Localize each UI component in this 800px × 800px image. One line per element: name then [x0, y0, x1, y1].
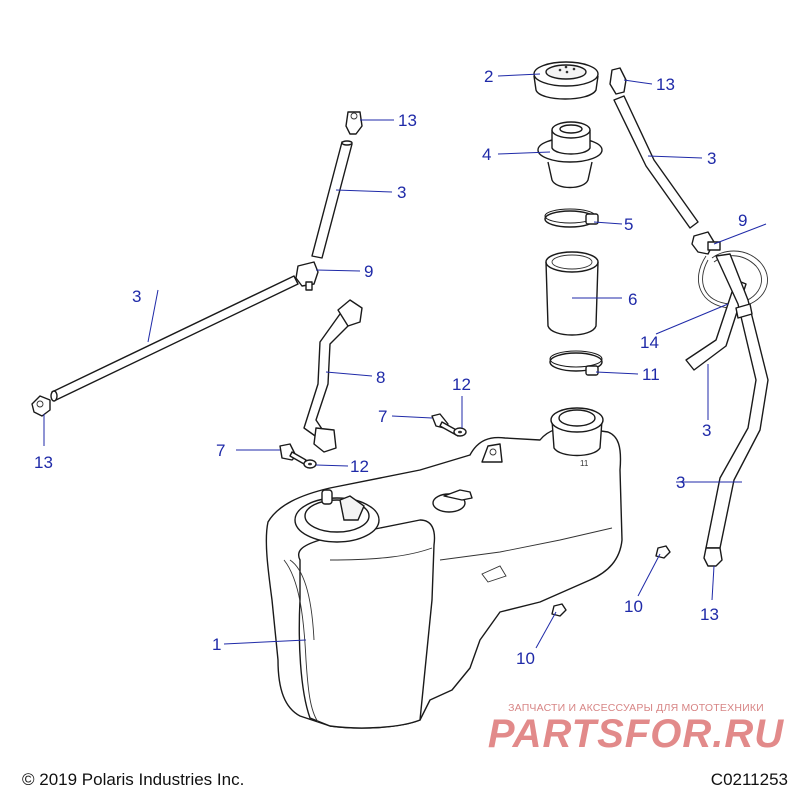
- check-valve-left-end: [31, 395, 51, 417]
- callout-5: 5: [624, 215, 633, 234]
- watermark: ЗАПЧАСТИ И АКСЕССУАРЫ ДЛЯ МОТОТЕХНИКИ PA…: [486, 702, 786, 754]
- callout-7-right: 7: [378, 407, 387, 426]
- hose-clamp-lower: [549, 350, 603, 376]
- vent-hose-left-vertical: [311, 140, 353, 259]
- callout-10-right: 10: [624, 597, 643, 616]
- callout-12-right: 12: [452, 375, 471, 394]
- callout-9-left: 9: [364, 262, 373, 281]
- callout-9-right: 9: [738, 211, 747, 230]
- callout-3-right-upper: 3: [707, 149, 716, 168]
- molded-fuel-hose: [303, 299, 363, 453]
- drawing-id: C0211253: [710, 770, 788, 789]
- watermark-tagline: ЗАПЧАСТИ И АКСЕССУАРЫ ДЛЯ МОТОТЕХНИКИ: [508, 702, 764, 714]
- vent-hose-right-short: [685, 279, 747, 371]
- fuel-tank: 11: [265, 407, 623, 729]
- svg-text:11: 11: [580, 459, 589, 468]
- callout-1: 1: [212, 635, 221, 654]
- nut-right: [655, 545, 671, 559]
- hose-retainer-clip: [735, 303, 753, 319]
- callout-8: 8: [376, 368, 385, 387]
- vent-hose-right-upper: [613, 95, 699, 229]
- callout-3-right-short: 3: [702, 421, 711, 440]
- copyright-notice: © 2019 Polaris Industries Inc.: [22, 770, 245, 789]
- watermark-brand-logo: PARTSFOR.RU: [487, 712, 785, 756]
- callout-numbers: 1 2 3 3 3 3 3 4 5 6 7 7 8 9 9 10 10 11 1…: [34, 67, 747, 668]
- callout-13-right-bottom: 13: [700, 605, 719, 624]
- filler-neck-adapter: [537, 121, 603, 189]
- nut-center: [551, 603, 567, 617]
- filler-cap: [533, 61, 599, 100]
- vent-hose-right-loop: [698, 250, 768, 309]
- washer-right: [453, 427, 467, 437]
- callout-3-left: 3: [132, 287, 141, 306]
- callout-13-left-top: 13: [398, 111, 417, 130]
- check-valve-right-bottom: [703, 547, 723, 567]
- bolt-left: [279, 443, 307, 465]
- callout-10-center: 10: [516, 649, 535, 668]
- tee-fitting-right: [691, 231, 721, 255]
- check-valve-left-top: [345, 111, 363, 135]
- leader-lines: [43, 73, 767, 649]
- filler-hose: [545, 251, 599, 336]
- tee-fitting-left: [295, 261, 319, 291]
- callout-2: 2: [484, 67, 493, 86]
- callout-6: 6: [628, 290, 637, 309]
- callout-14: 14: [640, 333, 659, 352]
- callout-7-left: 7: [216, 441, 225, 460]
- callout-13-left-end: 13: [34, 453, 53, 472]
- washer-left: [303, 459, 317, 469]
- callout-4: 4: [482, 145, 491, 164]
- check-valve-right-top: [609, 67, 627, 95]
- callout-3-left-vertical: 3: [397, 183, 406, 202]
- callout-3-right-long: 3: [676, 473, 685, 492]
- callout-11: 11: [642, 365, 660, 384]
- hose-clamp-upper: [544, 208, 599, 228]
- callout-13-right-top: 13: [656, 75, 675, 94]
- vent-hose-left-horizontal: [50, 275, 299, 402]
- callout-12-left: 12: [350, 457, 369, 476]
